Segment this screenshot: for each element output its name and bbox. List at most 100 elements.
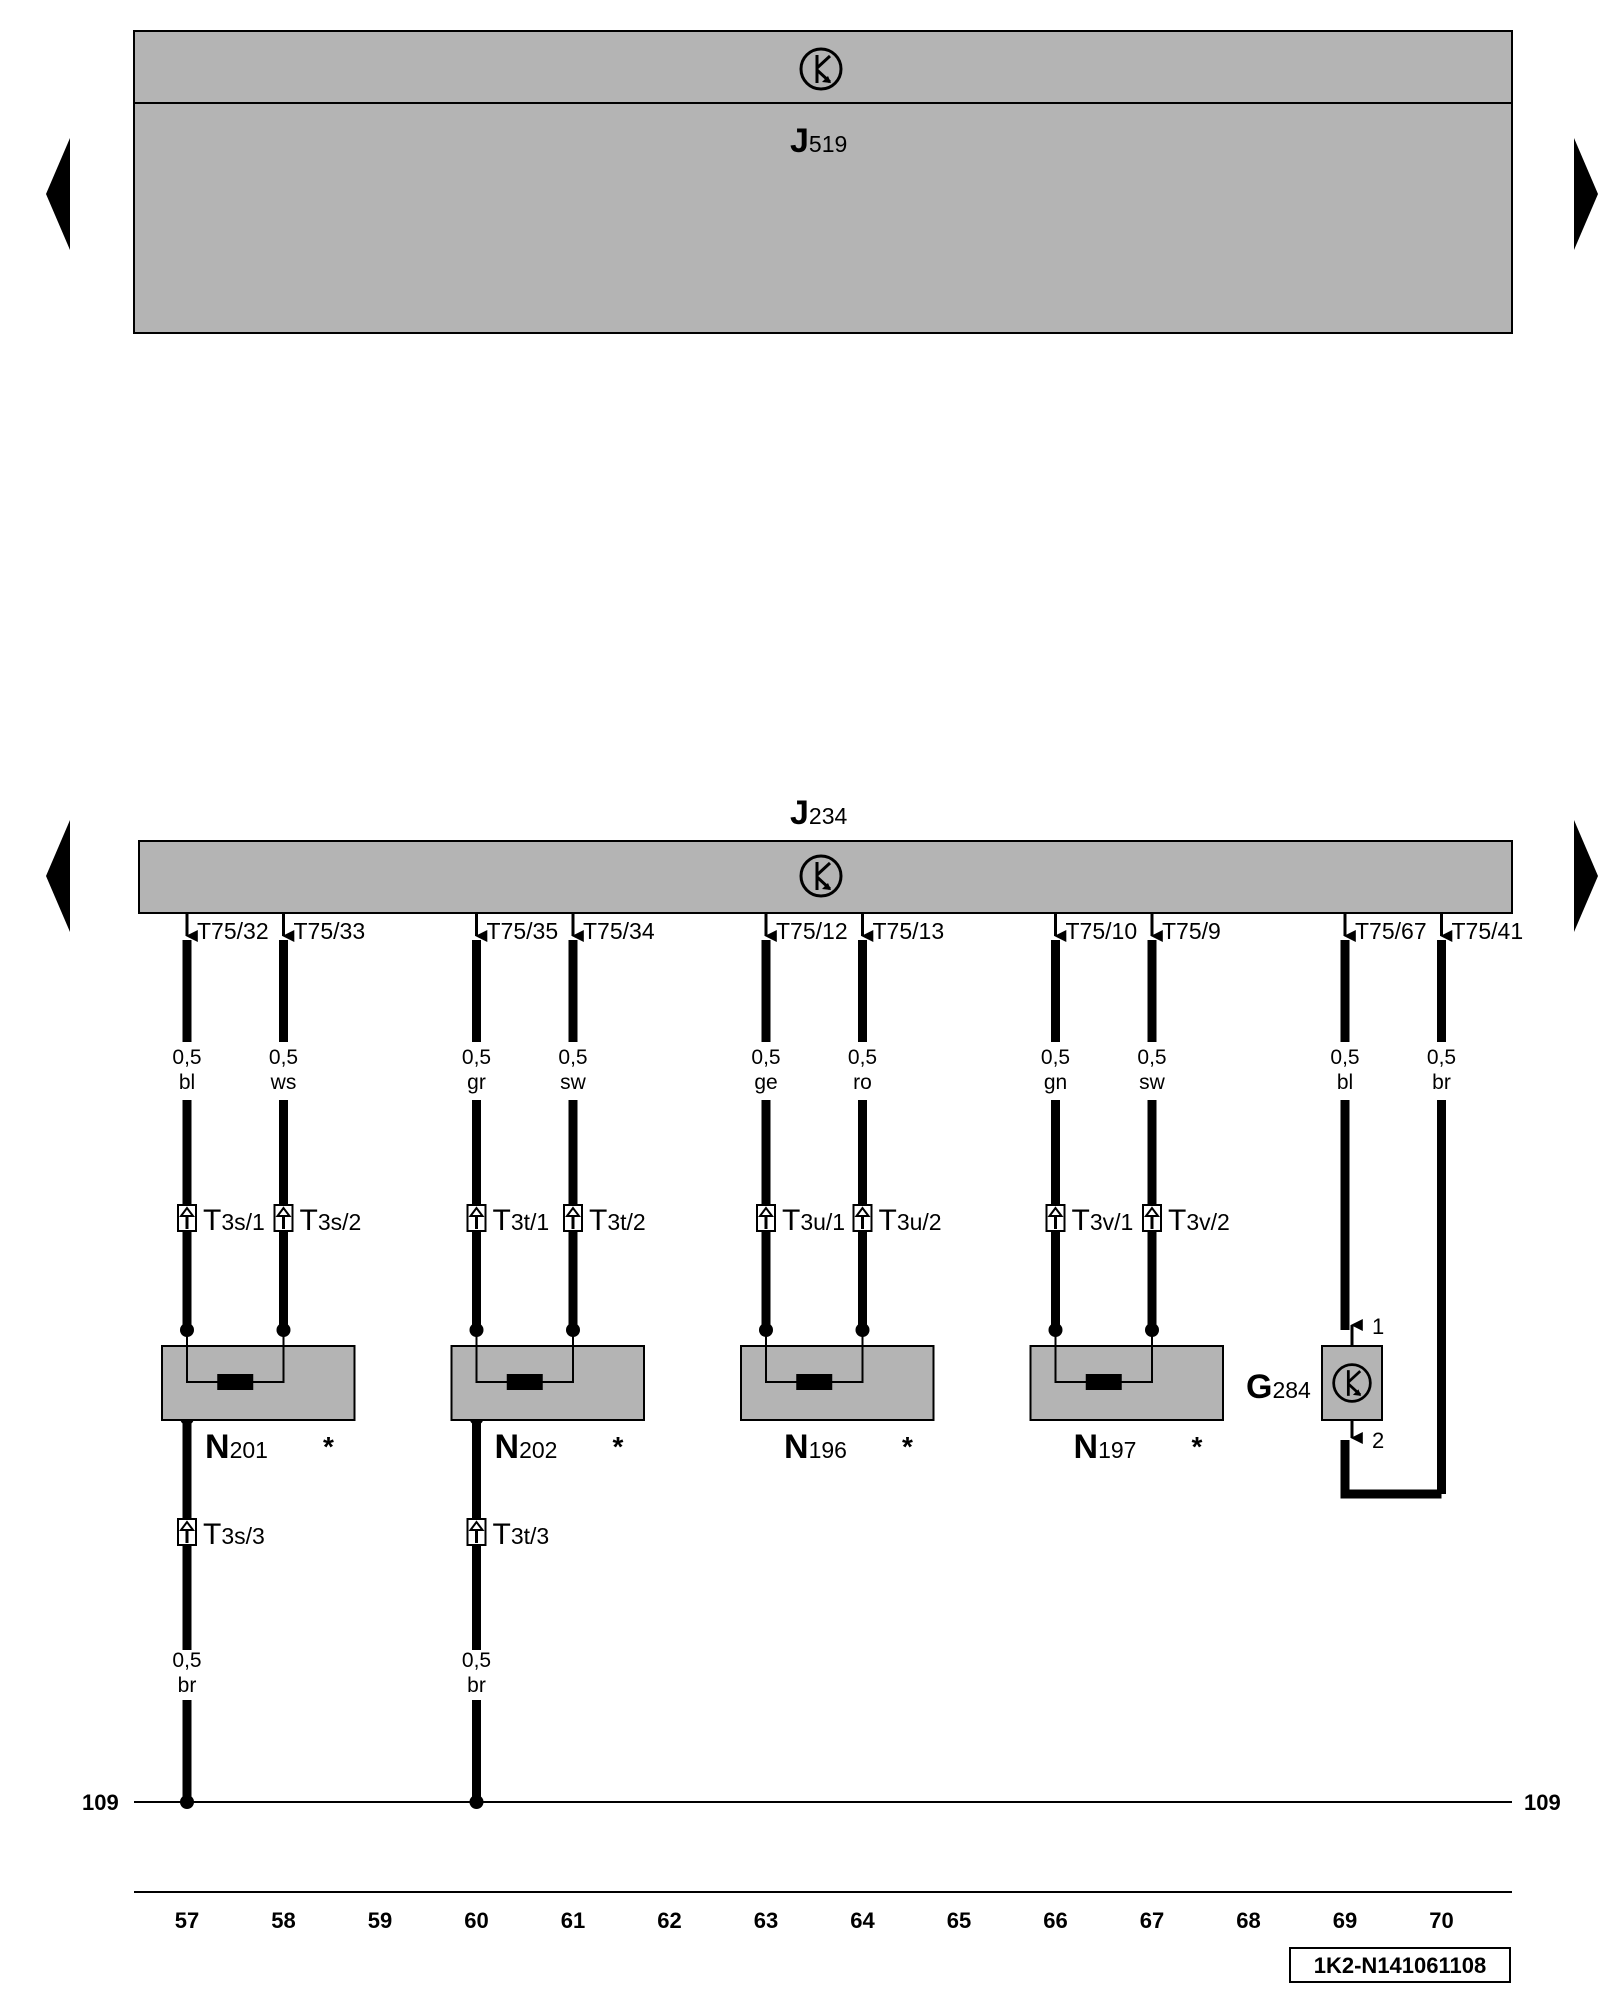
column-number: 69	[1333, 1908, 1357, 1933]
valve-note-mark: *	[613, 1431, 624, 1462]
valve-coil-icon	[217, 1374, 254, 1390]
valve-note-mark: *	[323, 1431, 334, 1462]
wire-size: 0,5	[462, 1649, 491, 1672]
plug-connector-icon	[177, 1518, 197, 1546]
pin-label: T75/10	[1066, 918, 1138, 944]
column-number: 65	[947, 1908, 971, 1933]
pin-label: T75/67	[1355, 918, 1427, 944]
plug-connector-icon	[852, 1204, 873, 1232]
wire-color: br	[178, 1674, 197, 1697]
column-number: 57	[175, 1908, 199, 1933]
plug-connector-icon	[273, 1204, 294, 1232]
wire-size: 0,5	[462, 1046, 491, 1069]
wire-color: sw	[1139, 1071, 1166, 1094]
ground-bus-left-label: 109	[82, 1790, 119, 1815]
wire-size: 0,5	[1137, 1046, 1166, 1069]
valve-coil-icon	[506, 1374, 543, 1390]
column-number: 58	[271, 1908, 295, 1933]
wire-color: ge	[754, 1071, 777, 1094]
plug-label: T3v/1	[1072, 1204, 1134, 1237]
valves: N201 * N202 * N196* N197*	[161, 1330, 1224, 1466]
wire-size: 0,5	[1330, 1046, 1359, 1069]
ground-wire: T3t/3 0,5br	[458, 1411, 550, 1809]
plug-label: T3v/2	[1168, 1204, 1230, 1237]
pin-label: T75/32	[197, 918, 269, 944]
wire-size: 0,5	[1041, 1046, 1070, 1069]
wires: T75/320,5blT3s/1T75/330,5wsT3s/2T75/350,…	[169, 913, 1523, 1809]
ground-wire: T3s/3 0,5br	[169, 1411, 265, 1809]
plug-label: T3t/1	[493, 1204, 550, 1237]
valve-coil-icon	[1085, 1374, 1122, 1390]
plug-label: T3t/2	[589, 1204, 646, 1237]
valve-label: N201	[205, 1428, 268, 1466]
wire-size: 0,5	[751, 1046, 780, 1069]
wire-color: gr	[467, 1071, 486, 1094]
label-gap	[169, 1650, 205, 1700]
wire-color: bl	[179, 1071, 195, 1094]
wire-size: 0,5	[1427, 1046, 1456, 1069]
reference-code: 1K2-N141061108	[1314, 1953, 1486, 1978]
wire-color: ro	[853, 1071, 872, 1094]
nav-left-top-arrow-icon[interactable]	[46, 138, 70, 250]
valve-label: N197	[1074, 1428, 1137, 1466]
plug-label: T3u/1	[782, 1204, 845, 1237]
pin-label: T75/12	[776, 918, 848, 944]
lower-control-unit: J234	[138, 794, 1513, 914]
valve-n201: N201 *	[161, 1330, 356, 1466]
wire-color: sw	[560, 1071, 587, 1094]
upper-unit-label: J519	[790, 122, 847, 160]
wire-size: 0,5	[172, 1046, 201, 1069]
sensor-return-wire	[1340, 1440, 1442, 1499]
column-number: 61	[561, 1908, 585, 1933]
pin-label: T75/34	[583, 918, 655, 944]
pin-label: T75/35	[487, 918, 559, 944]
wire-size: 0,5	[172, 1649, 201, 1672]
pin-label: T75/33	[294, 918, 366, 944]
plug-label: T3u/2	[879, 1204, 942, 1237]
column-number: 64	[850, 1908, 875, 1933]
ground-bus-right-label: 109	[1524, 1790, 1561, 1815]
wire-color: bl	[1337, 1071, 1353, 1094]
ground-bus: 109 109	[82, 1790, 1561, 1815]
valve-label: N202	[495, 1428, 558, 1466]
column-number: 67	[1140, 1908, 1164, 1933]
wire-size: 0,5	[558, 1046, 587, 1069]
plug-label: T3s/3	[203, 1518, 265, 1551]
valve-n197: N197*	[1029, 1330, 1224, 1466]
plug-connector-icon	[563, 1204, 583, 1232]
wire-color: br	[467, 1674, 486, 1697]
plug-connector-icon	[1142, 1204, 1162, 1232]
column-number: 66	[1043, 1908, 1067, 1933]
column-number: 62	[657, 1908, 681, 1933]
reference-box: 1K2-N141061108	[1289, 1947, 1511, 1983]
wire: T75/410,5br	[1427, 913, 1523, 1494]
nav-right-bottom-arrow-icon[interactable]	[1574, 820, 1598, 932]
plug-label: T3s/2	[300, 1204, 362, 1237]
plug-label: T3s/1	[203, 1204, 265, 1237]
valve-n196: N196*	[740, 1330, 935, 1466]
column-number: 59	[368, 1908, 392, 1933]
column-number: 60	[464, 1908, 488, 1933]
upper-control-unit: J519	[133, 30, 1513, 334]
nav-right-top-arrow-icon[interactable]	[1574, 138, 1598, 250]
plug-label: T3t/3	[493, 1518, 550, 1551]
sensor-g284: 1 2 G284	[1246, 1314, 1384, 1453]
pin-label: T75/41	[1452, 918, 1524, 944]
plug-connector-icon	[756, 1204, 776, 1232]
wire-size: 0,5	[848, 1046, 877, 1069]
nav-left-bottom-arrow-icon[interactable]	[46, 820, 70, 932]
sensor-label: G284	[1246, 1368, 1311, 1406]
plug-connector-icon	[466, 1518, 487, 1546]
sensor-pin-2: 2	[1372, 1428, 1384, 1453]
pin-label: T75/13	[873, 918, 945, 944]
valve-label: N196	[784, 1428, 847, 1466]
